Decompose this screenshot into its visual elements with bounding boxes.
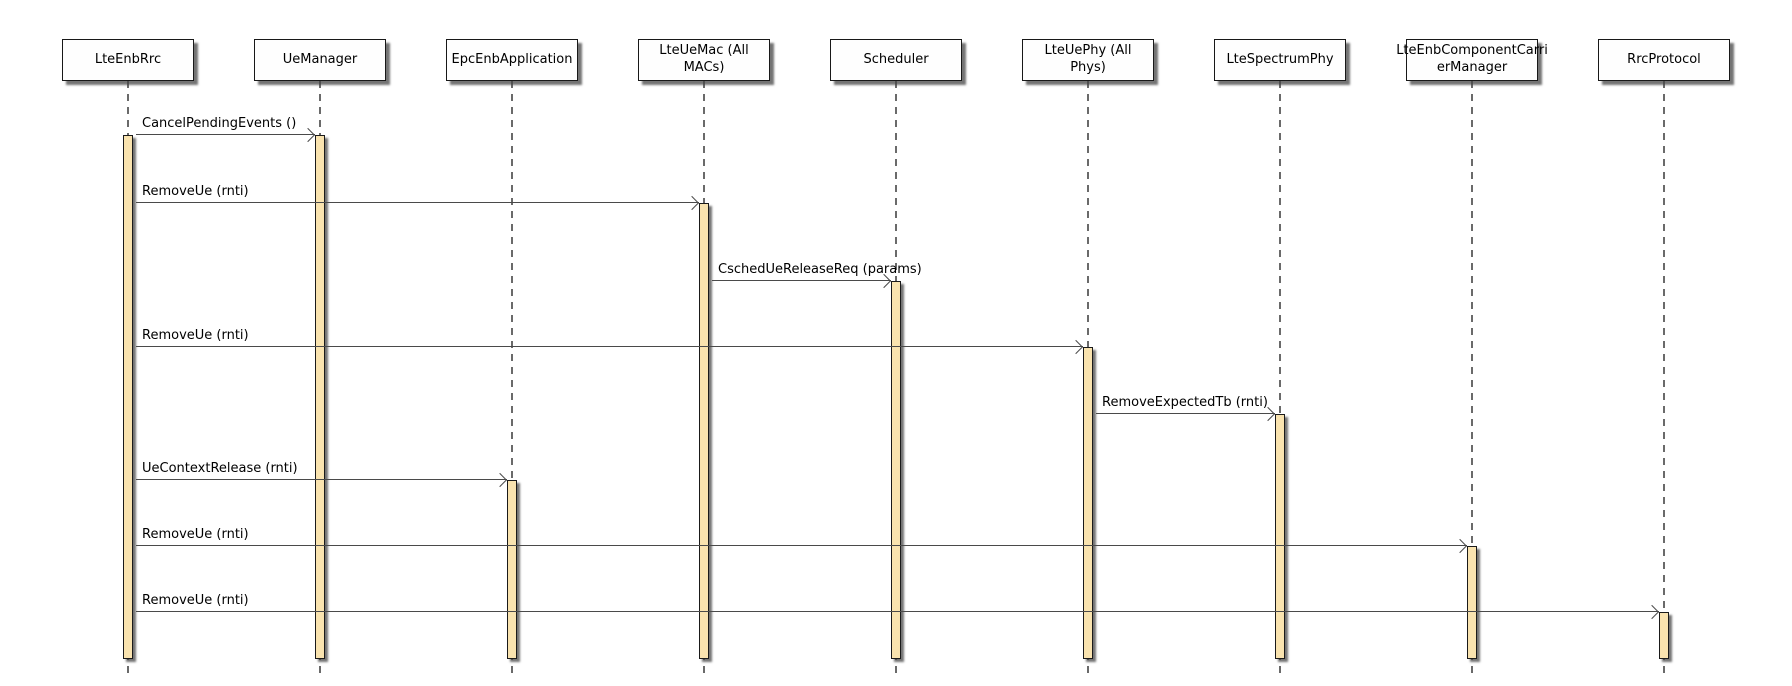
activation-bar bbox=[1275, 414, 1285, 659]
participant-label: LteUeMac (All MACs) bbox=[659, 43, 749, 75]
participant-label: LteSpectrumPhy bbox=[1226, 51, 1334, 67]
participant-label: RrcProtocol bbox=[1627, 51, 1701, 67]
lifeline bbox=[511, 81, 513, 676]
activation-bar bbox=[1467, 546, 1477, 659]
participant-label: EpcEnbApplication bbox=[451, 51, 573, 67]
message-line bbox=[1096, 413, 1275, 414]
message-label: RemoveUe (rnti) bbox=[142, 328, 249, 343]
message-line bbox=[712, 280, 891, 281]
lifeline bbox=[1663, 81, 1665, 676]
message-line bbox=[136, 202, 699, 203]
message-label: UeContextRelease (rnti) bbox=[142, 461, 298, 476]
participant-box: LteSpectrumPhy bbox=[1214, 39, 1346, 81]
participant-box: LteUeMac (All MACs) bbox=[638, 39, 770, 81]
message-label: CancelPendingEvents () bbox=[142, 116, 297, 131]
arrowhead-icon bbox=[300, 127, 316, 143]
message-label: CschedUeReleaseReq (params) bbox=[718, 262, 922, 277]
arrowhead-icon bbox=[1644, 604, 1660, 620]
arrowhead-icon bbox=[492, 472, 508, 488]
message-label: RemoveUe (rnti) bbox=[142, 184, 249, 199]
activation-bar bbox=[315, 135, 325, 659]
arrowhead-icon bbox=[1068, 339, 1084, 355]
message-line bbox=[136, 545, 1467, 546]
participant-box: LteUePhy (All Phys) bbox=[1022, 39, 1154, 81]
participant-box: RrcProtocol bbox=[1598, 39, 1730, 81]
participant-box: LteEnbComponentCarri erManager bbox=[1396, 39, 1548, 81]
activation-bar bbox=[123, 135, 133, 659]
lifeline bbox=[1279, 81, 1281, 676]
message-label: RemoveExpectedTb (rnti) bbox=[1102, 395, 1268, 410]
participant-label: LteEnbRrc bbox=[94, 51, 162, 67]
message-line bbox=[136, 479, 507, 480]
message-line bbox=[136, 611, 1659, 612]
message-label: RemoveUe (rnti) bbox=[142, 593, 249, 608]
message-line bbox=[136, 346, 1083, 347]
activation-bar bbox=[1083, 347, 1093, 659]
participant-box: Scheduler bbox=[830, 39, 962, 81]
participant-label: LteUePhy (All Phys) bbox=[1044, 43, 1132, 75]
participant-box: UeManager bbox=[254, 39, 386, 81]
participant-box: LteEnbRrc bbox=[62, 39, 194, 81]
arrowhead-icon bbox=[684, 195, 700, 211]
message-line bbox=[136, 134, 315, 135]
participant-label: LteEnbComponentCarri erManager bbox=[1396, 43, 1548, 75]
participant-label: UeManager bbox=[282, 51, 358, 67]
message-label: RemoveUe (rnti) bbox=[142, 527, 249, 542]
activation-bar bbox=[891, 281, 901, 659]
participant-box: EpcEnbApplication bbox=[446, 39, 578, 81]
arrowhead-icon bbox=[1452, 538, 1468, 554]
lifeline bbox=[1471, 81, 1473, 676]
activation-bar bbox=[1659, 612, 1669, 659]
activation-bar bbox=[507, 480, 517, 659]
activation-bar bbox=[699, 203, 709, 659]
participant-label: Scheduler bbox=[863, 51, 929, 67]
